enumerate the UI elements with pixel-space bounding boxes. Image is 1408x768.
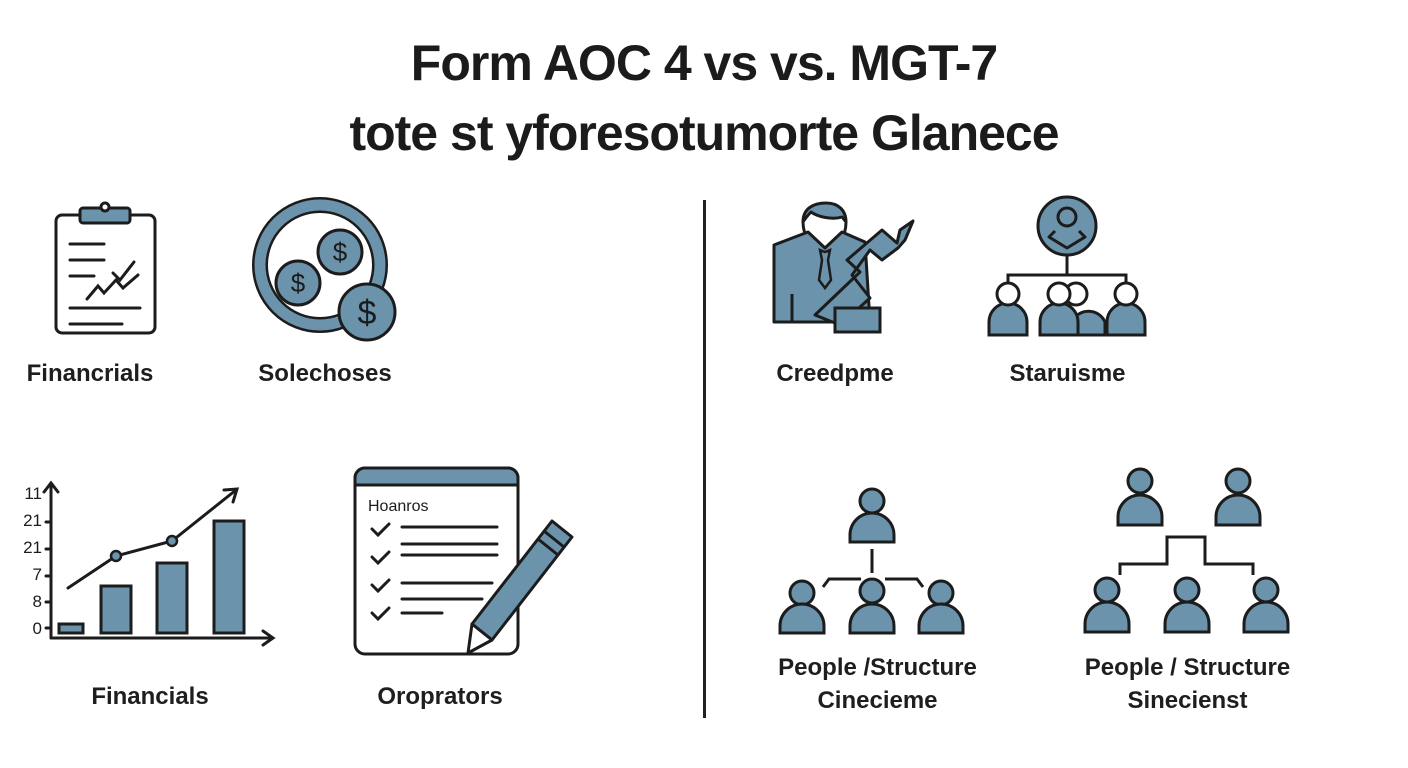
label-oroprators: Oroprators [377, 683, 503, 710]
ytick: 0 [33, 619, 42, 638]
label-line-1: People /Structure [778, 654, 977, 681]
svg-text:$: $ [291, 268, 306, 298]
ytick: 8 [33, 592, 42, 611]
label-financials: Financials [91, 683, 209, 710]
org-hierarchy-icon [987, 195, 1147, 337]
bar-chart-icon: 11 21 21 7 8 0 [23, 480, 276, 647]
ytick: 21 [23, 511, 42, 530]
svg-text:$: $ [333, 237, 348, 267]
label-creedpme: Creedpme [776, 360, 894, 387]
clipboard-chart-icon [54, 201, 157, 335]
label-financrials: Financrials [26, 360, 154, 387]
label-solechoses: Solechoses [258, 360, 392, 387]
label-line-2: Sinecienst [1127, 687, 1248, 714]
page-title-line-1: Form AOC 4 vs vs. MGT-7 [410, 35, 998, 91]
team-tree-icon [778, 487, 965, 635]
checklist-heading: Hoanros [368, 498, 428, 515]
svg-text:$: $ [358, 294, 377, 332]
label-people-structure-2: People / Structure Sinecienst [1060, 651, 1315, 717]
ytick: 7 [33, 565, 42, 584]
label-staruisme: Staruisme [1009, 360, 1126, 387]
ytick: 11 [24, 484, 42, 503]
coins-ring-icon: $ $ $ [252, 197, 397, 342]
label-line-1: People / Structure [1084, 654, 1291, 681]
label-people-structure-1: People /Structure Cinecieme [750, 651, 1005, 717]
panel-divider [703, 200, 706, 718]
ytick: 21 [23, 538, 42, 557]
page-title-line-2: tote st yforesotumorte Glanece [349, 105, 1059, 161]
checklist-pencil-icon: Hoanros [353, 466, 574, 656]
businessman-growth-icon [772, 201, 915, 334]
label-line-2: Cinecieme [817, 687, 938, 714]
team-structure-icon [1083, 467, 1290, 634]
